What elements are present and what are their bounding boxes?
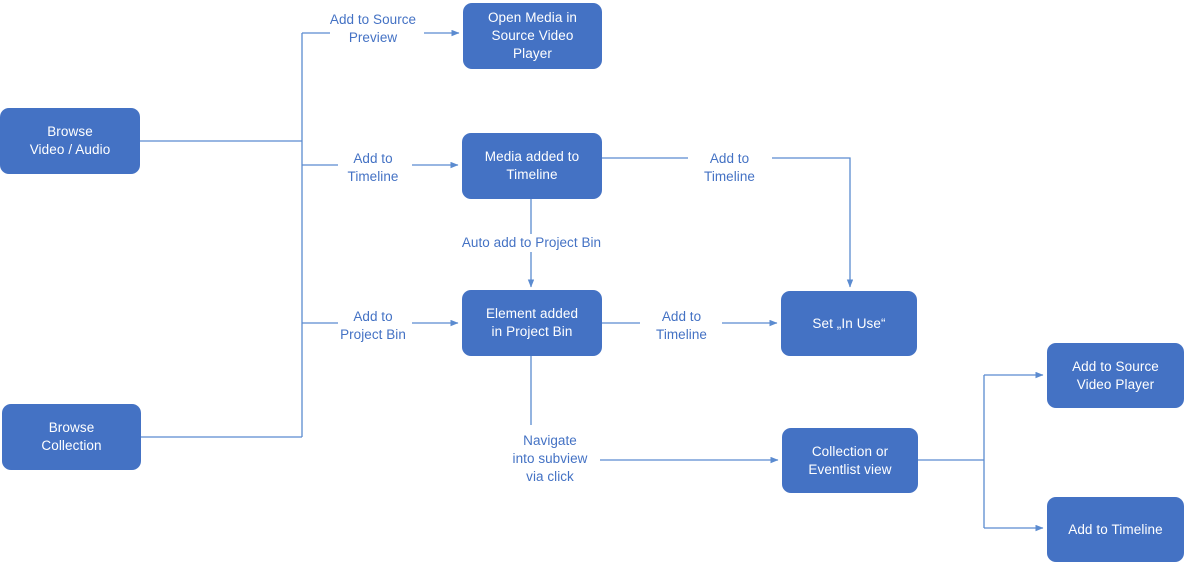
edge-label-add-to-timeline-element: Add to Timeline [656, 309, 707, 343]
node-browse-collection[interactable]: Browse Collection [2, 404, 141, 470]
edge-label-auto-add-to-project-bin: Auto add to Project Bin [443, 234, 620, 253]
edge-label-add-to-timeline-media: Add to Timeline [704, 151, 755, 185]
node-browse-video-audio[interactable]: Browse Video / Audio [0, 108, 140, 174]
node-set-in-use[interactable]: Set „In Use“ [781, 291, 917, 356]
node-collection-or-eventlist-view[interactable]: Collection or Eventlist view [782, 428, 918, 493]
edge-label-add-to-timeline-browse: Add to Timeline [347, 151, 399, 185]
node-add-to-source-video-player[interactable]: Add to Source Video Player [1047, 343, 1184, 408]
edge-label-add-to-project-bin: Add to Project Bin [340, 309, 406, 343]
node-media-added-to-timeline[interactable]: Media added to Timeline [462, 133, 602, 199]
node-open-media-in-source-video-player[interactable]: Open Media in Source Video Player [463, 3, 602, 69]
edge-label-navigate-into-subview: Navigate into subview via click [512, 433, 588, 485]
node-element-added-in-project-bin[interactable]: Element added in Project Bin [462, 290, 602, 356]
edge-label-add-to-source-preview: Add to Source Preview [329, 12, 417, 46]
node-add-to-timeline[interactable]: Add to Timeline [1047, 497, 1184, 562]
wire-media-added-to-set-in-use [772, 157, 854, 288]
